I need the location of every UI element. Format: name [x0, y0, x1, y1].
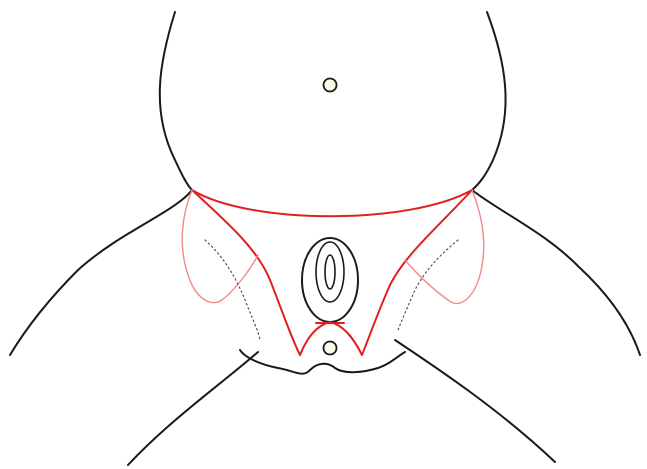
left-outer-thigh-outline [10, 190, 192, 355]
vaginal-opening-outline [325, 255, 335, 289]
labia-majora-outline [302, 238, 358, 322]
torso-right-outline [472, 12, 506, 190]
right-inner-thigh-outline [395, 340, 555, 462]
right-dotted-guide [398, 240, 458, 330]
right-outer-thigh-outline [472, 190, 640, 355]
anus-icon [324, 342, 337, 355]
left-flap-outline [182, 190, 258, 303]
labia-minora-outline [316, 242, 344, 302]
upper-incision-arc [192, 190, 472, 216]
left-inner-thigh-outline [128, 352, 258, 465]
navel-icon [324, 79, 337, 92]
perineum-outline [240, 350, 405, 374]
torso-left-outline [160, 12, 192, 190]
